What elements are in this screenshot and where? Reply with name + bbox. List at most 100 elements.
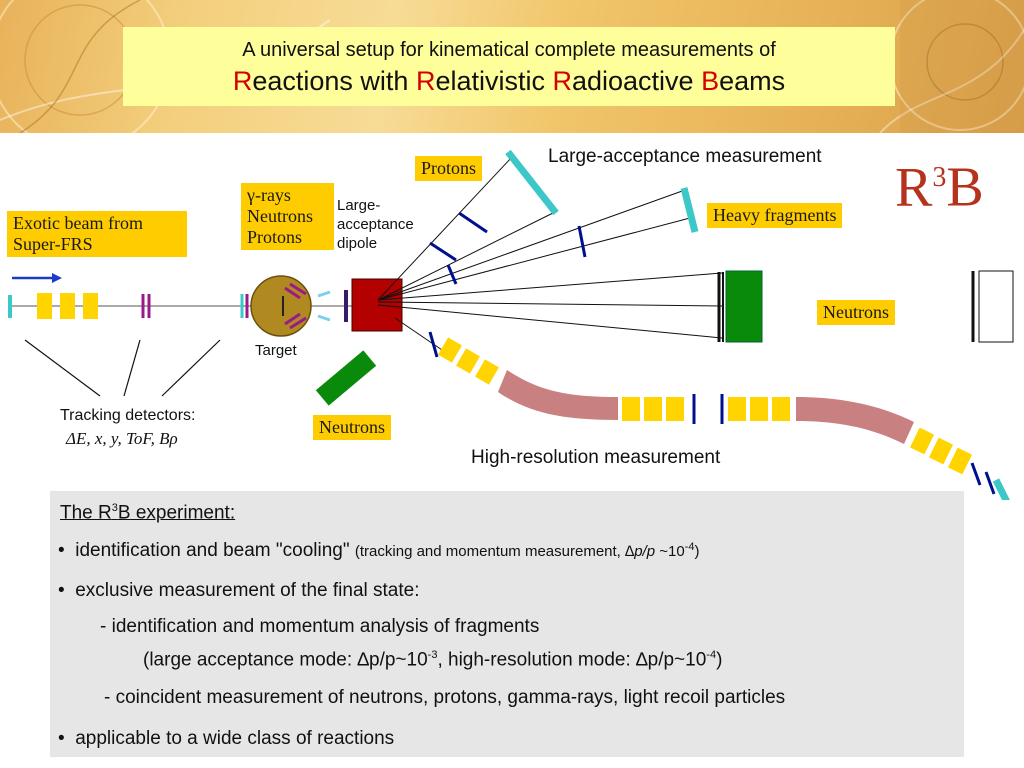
hr-tracker (984, 471, 996, 495)
target-inner-detector (289, 282, 307, 296)
sub-text: , high-resolution mode: ∆p/p~10 (437, 649, 707, 671)
proton-tracker (429, 241, 457, 262)
recoil-detector (317, 290, 331, 322)
bullet-1-text: identification and beam "cooling" (75, 540, 350, 561)
fragment-tracker (577, 225, 587, 258)
sub-item-1: - identification and momentum analysis o… (100, 616, 540, 637)
title-banner: A universal setup for kinematical comple… (0, 0, 1024, 133)
info-heading: The R3B experiment: (60, 502, 235, 524)
hr-tof-wall (992, 478, 1010, 500)
sub-item-1b: (large acceptance mode: ∆p/p~10-3, high-… (143, 649, 722, 671)
hr-magnet-1 (498, 370, 618, 420)
hr-detector (772, 397, 790, 421)
proton-tof-wall (505, 149, 559, 216)
target-inner-detector (284, 312, 301, 326)
hr-detector (644, 397, 662, 421)
dipole-label-line: acceptance (337, 216, 414, 233)
title-initial: R (415, 66, 436, 96)
tracking-detectors-label: Tracking detectors: (60, 407, 196, 424)
hr-detector (456, 348, 480, 374)
hr-detector (728, 397, 746, 421)
hr-tracker (428, 331, 439, 358)
detail-text: (tracking and momentum measurement, (354, 543, 626, 560)
hr-magnet-2 (796, 397, 914, 444)
sub-sup: -3 (427, 649, 438, 661)
detail-text: ~10 (655, 543, 685, 560)
detail-sup: -4 (684, 541, 695, 553)
title-initial: R (232, 66, 253, 96)
hr-detector (947, 447, 973, 475)
gamma-label-line: Protons (247, 227, 303, 247)
tracking-variables: ΔE, x, y, ToF, Bρ (66, 429, 178, 448)
fragment-tof-wall (680, 187, 699, 233)
target-gamma-detector (250, 275, 312, 337)
dipole-label: Large- acceptance dipole (337, 196, 414, 253)
hr-detector (438, 337, 462, 363)
title-word: eams (719, 66, 786, 96)
neutron-detector (725, 270, 763, 343)
target-inner-detector (284, 286, 301, 300)
hr-detector (928, 437, 954, 465)
info-panel: The R3B experiment: • identification and… (50, 491, 964, 757)
large-acceptance-dipole (351, 278, 403, 332)
title-word: adioactive (571, 66, 702, 96)
r3b-logo: R3B (895, 148, 984, 218)
tracking-detector (60, 293, 75, 319)
heading-sup: 3 (111, 502, 118, 514)
hr-detector (750, 397, 768, 421)
dipole-label-line: dipole (337, 235, 378, 252)
proton-tracker (458, 211, 488, 234)
bullet-3: • applicable to a wide class of reaction… (58, 728, 394, 750)
tracking-detector (37, 293, 52, 319)
setup-diagram (8, 149, 1014, 500)
bullet-2: • exclusive measurement of the final sta… (58, 580, 420, 602)
heading-text: The R (60, 502, 112, 524)
target-label: Target (255, 342, 297, 359)
neutron-detector-low (315, 350, 377, 406)
beam-arrow-head (52, 273, 62, 283)
sub-text: ) (716, 649, 723, 671)
hr-detector (622, 397, 640, 421)
logo-b: B (946, 156, 984, 219)
hr-detector (475, 359, 499, 385)
hr-detector (666, 397, 684, 421)
hr-tracker (970, 462, 982, 486)
neutrons-right-label: Neutrons (817, 300, 895, 325)
sub-text: (large acceptance mode: ∆p/p~10 (143, 649, 428, 671)
title-initial: B (701, 66, 720, 96)
trajectories (377, 156, 723, 353)
sub-item-2: - coincident measurement of neutrons, pr… (104, 687, 786, 708)
title-initial: R (552, 66, 572, 96)
tracking-pointers (24, 339, 221, 397)
exotic-beam-label: Exotic beam from Super-FRS (7, 211, 187, 257)
title-line-2: Reactions with Relativistic Radioactive … (123, 66, 895, 97)
heavy-fragments-label: Heavy fragments (707, 203, 843, 228)
title-word: elativistic (435, 66, 553, 96)
bullet-2-text: exclusive measurement of the final state… (75, 580, 420, 601)
protons-label: Protons (415, 156, 483, 181)
neutrons-bottom-label: Neutrons (313, 415, 391, 440)
bullet-1: • identification and beam "cooling" (tra… (58, 540, 699, 562)
large-acceptance-title: Large-acceptance measurement (548, 146, 822, 167)
bullet-3-text: applicable to a wide class of reactions (75, 728, 395, 749)
detail-italic: ∆p/p (625, 543, 656, 560)
title-box: A universal setup for kinematical comple… (123, 27, 895, 106)
detail-text: ) (694, 543, 700, 560)
bullet-1-detail: (tracking and momentum measurement, ∆p/p… (354, 541, 700, 560)
logo-r: R (895, 156, 933, 219)
bullet-dot: • (58, 540, 65, 561)
tracking-detector (83, 293, 98, 319)
gamma-label-line: Neutrons (247, 206, 313, 226)
dipole-label-line: Large- (337, 197, 381, 214)
high-resolution-title: High-resolution measurement (471, 447, 721, 468)
logo-sup: 3 (932, 162, 947, 193)
gamma-label-line: γ-rays (247, 185, 291, 205)
target-inner-detector (289, 316, 307, 330)
proton-tracker (446, 264, 458, 285)
gamma-neutrons-protons-label: γ-rays Neutrons Protons (241, 183, 334, 250)
bullet-dot: • (58, 580, 65, 601)
bullet-dot: • (58, 728, 65, 749)
title-line-1: A universal setup for kinematical comple… (242, 39, 776, 61)
hr-detector (909, 427, 935, 455)
sub-sup: -4 (706, 649, 717, 661)
